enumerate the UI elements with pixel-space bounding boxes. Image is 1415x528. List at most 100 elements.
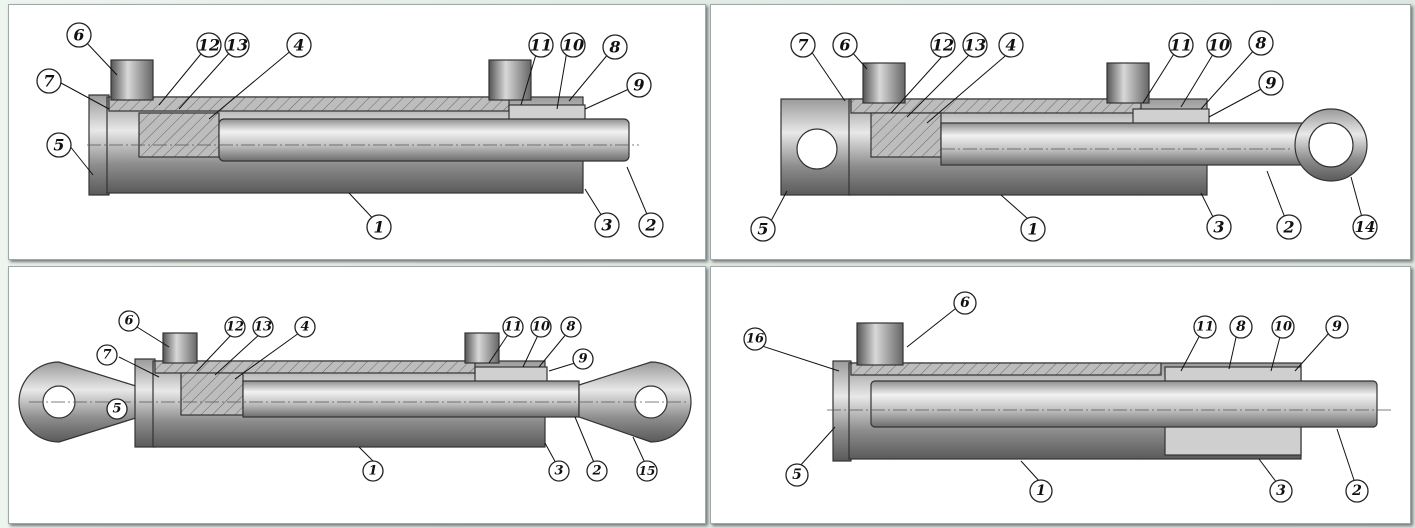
svg-text:2: 2 — [591, 464, 601, 479]
svg-text:4: 4 — [1005, 36, 1016, 55]
svg-text:13: 13 — [964, 36, 986, 55]
svg-text:5: 5 — [792, 467, 802, 483]
leader-lines — [60, 40, 650, 226]
callouts: 6 12 13 4 11 10 8 7 9 5 1 3 2 — [36, 22, 664, 240]
svg-text:7: 7 — [102, 348, 111, 363]
svg-text:8: 8 — [608, 38, 620, 57]
callout-label: 13 — [224, 32, 250, 58]
panel-bottom-right: 6 16 11 8 10 9 5 1 3 2 — [710, 266, 1411, 524]
svg-text:6: 6 — [73, 26, 84, 45]
callouts: 6 16 11 8 10 9 5 1 3 2 — [743, 291, 1369, 503]
barrel-wall-section — [108, 96, 510, 112]
svg-text:11: 11 — [530, 36, 552, 55]
callout-label: 5 — [106, 398, 128, 420]
svg-text:11: 11 — [1170, 36, 1192, 55]
callout-label: 6 — [118, 310, 140, 332]
svg-text:8: 8 — [1254, 34, 1266, 53]
leader-lines — [118, 326, 646, 468]
svg-text:9: 9 — [1332, 319, 1342, 335]
cylinder-drawing — [18, 332, 692, 448]
end-cap — [134, 358, 156, 448]
svg-text:11: 11 — [504, 320, 522, 335]
callout-label: 8 — [602, 34, 628, 60]
svg-text:9: 9 — [1265, 74, 1276, 93]
svg-text:13: 13 — [226, 36, 248, 55]
callout-label: 10 — [1271, 315, 1295, 339]
end-cap — [832, 360, 852, 462]
rod — [218, 118, 630, 162]
svg-text:5: 5 — [757, 220, 768, 239]
callout-label: 9 — [626, 72, 652, 98]
callout-label: 2 — [638, 212, 664, 238]
callouts: 6 12 13 4 11 10 8 7 9 5 1 3 2 15 — [96, 310, 658, 482]
port-left — [110, 59, 154, 101]
svg-text:15: 15 — [639, 464, 656, 478]
callout-label: 5 — [785, 463, 809, 487]
panel-top-right: 7 6 12 13 4 11 10 8 9 5 1 3 2 14 — [710, 4, 1411, 260]
callout-label: 9 — [572, 348, 594, 370]
rod — [940, 122, 1312, 166]
piston — [180, 372, 244, 416]
callout-label: 6 — [832, 32, 858, 58]
callout-label: 9 — [1325, 315, 1349, 339]
callout-label: 4 — [286, 32, 312, 58]
callout-label: 4 — [998, 32, 1024, 58]
rod — [870, 380, 1378, 428]
port-left — [162, 332, 198, 364]
callout-label: 4 — [294, 316, 316, 338]
svg-text:8: 8 — [1236, 319, 1246, 335]
svg-text:10: 10 — [532, 320, 550, 335]
callout-label: 10 — [1206, 32, 1232, 58]
svg-text:12: 12 — [226, 320, 244, 335]
svg-text:3: 3 — [1213, 218, 1224, 237]
svg-text:3: 3 — [1276, 483, 1286, 499]
port-right — [464, 332, 500, 364]
callout-label: 1 — [362, 460, 384, 482]
port-left — [862, 62, 906, 104]
svg-text:10: 10 — [562, 36, 584, 55]
callout-label: 5 — [750, 216, 776, 242]
callout-label: 12 — [224, 316, 246, 338]
panel-bottom-left: 6 12 13 4 11 10 8 7 9 5 1 3 2 15 — [8, 266, 706, 524]
svg-text:9: 9 — [578, 352, 587, 367]
callout-label: 12 — [930, 32, 956, 58]
cylinder-drawing — [780, 62, 1368, 196]
svg-text:13: 13 — [254, 320, 272, 335]
callout-label: 11 — [502, 316, 524, 338]
callout-label: 13 — [962, 32, 988, 58]
leader-lines — [758, 308, 1356, 484]
svg-text:10: 10 — [1208, 36, 1230, 55]
callout-label: 8 — [1248, 30, 1274, 56]
piston — [870, 112, 942, 158]
barrel-wall-section — [850, 98, 1142, 114]
callout-label: 15 — [636, 460, 658, 482]
port-right — [1106, 62, 1150, 104]
callout-label: 6 — [66, 22, 92, 48]
svg-text:7: 7 — [797, 36, 808, 55]
callout-label: 2 — [1345, 479, 1369, 503]
panel-top-left: 6 12 13 4 11 10 8 7 9 5 1 3 2 — [8, 4, 706, 260]
callout-label: 2 — [586, 460, 608, 482]
callout-label: 10 — [530, 316, 552, 338]
clevis-hole — [796, 128, 838, 170]
svg-text:4: 4 — [293, 36, 304, 55]
callout-label: 1 — [1029, 479, 1053, 503]
callout-label: 11 — [1193, 315, 1217, 339]
callout-label: 13 — [252, 316, 274, 338]
callout-label: 3 — [594, 212, 620, 238]
svg-text:1: 1 — [373, 218, 384, 237]
svg-text:16: 16 — [746, 332, 764, 347]
svg-text:6: 6 — [839, 36, 850, 55]
svg-text:1: 1 — [368, 464, 377, 479]
svg-text:12: 12 — [932, 36, 954, 55]
rod-eye-hole — [1308, 122, 1354, 168]
callout-label: 7 — [96, 344, 118, 366]
svg-text:11: 11 — [1196, 320, 1214, 335]
svg-text:2: 2 — [644, 216, 656, 235]
callout-label: 6 — [953, 291, 977, 315]
svg-text:1: 1 — [1027, 220, 1038, 239]
svg-text:8: 8 — [566, 320, 575, 335]
callout-label: 9 — [1258, 70, 1284, 96]
callout-label: 7 — [36, 68, 62, 94]
cylinder-drawing — [827, 322, 1391, 462]
